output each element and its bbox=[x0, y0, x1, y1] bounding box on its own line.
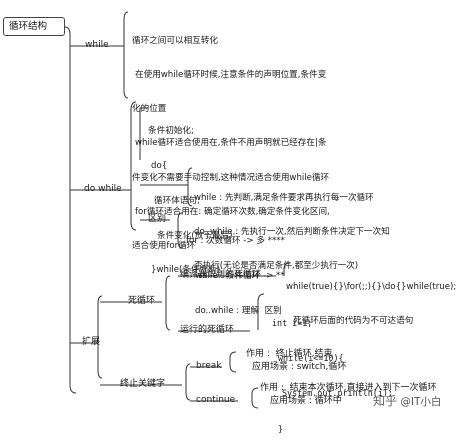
root-node-label: 循环结构 bbox=[9, 21, 48, 32]
compiler-dead-loop-lines: while(true){}\for(;;){}\do{}while(true);… bbox=[286, 259, 456, 339]
root-node-box bbox=[3, 17, 65, 36]
code-line: while(i<=10){ bbox=[278, 352, 344, 363]
syntax-line: 循环体语句; bbox=[154, 195, 200, 206]
code-line: int i=1; bbox=[272, 317, 313, 328]
compiler-line: while(true){}\for(;;){}\do{}while(true); bbox=[286, 281, 457, 292]
compiler-line: 死循环后面的代码为不可达语句 bbox=[293, 316, 414, 327]
watermark-handle: @IT小白 bbox=[400, 396, 442, 408]
syntax-line: do{ bbox=[151, 160, 168, 171]
qubie-node-label: 区别 bbox=[148, 214, 167, 224]
qubie-line: for : 次数循环 -> 多 **** bbox=[186, 235, 285, 246]
mindmap-connectors bbox=[64, 11, 291, 409]
watermark-prefix: 知乎 bbox=[373, 394, 398, 408]
syntax-line: 条件变化(放于最后); bbox=[157, 230, 236, 241]
break-scene: 应用场景 : switch,循环 bbox=[252, 362, 347, 372]
break-usage: 作用 : 终止循环,结束 bbox=[246, 349, 333, 359]
kuozhan-node-label: 扩展 bbox=[82, 337, 101, 347]
while-notes: 循环之间可以相互转化 在使用while循环时候,注意条件的声明位置,条件变 化的… bbox=[132, 13, 330, 264]
code-line: System.out.println(i); bbox=[282, 388, 393, 399]
while-note-line: 适合使用for循环 bbox=[132, 241, 196, 252]
while-note-line: while循环适合使用在,条件不用声明就已经存在|条 bbox=[135, 138, 327, 149]
compiler-dead-loop-label: 编译器识别的死循环 bbox=[180, 270, 262, 280]
diff-line: 否执行(无论是否满足条件,都至少执行一次) bbox=[194, 261, 359, 272]
continue-scene: 应用场景 : 循环中 bbox=[270, 396, 342, 406]
zhihu-watermark: 知乎 @IT小白 bbox=[373, 392, 441, 409]
while-note-line: 化的位置 bbox=[132, 104, 167, 115]
diff-line: while : 先判断,满足条件要求再执行每一次循环 bbox=[194, 192, 374, 203]
while-note-line: 件变化不需要手动控制,这种情况适合使用while循环 bbox=[132, 172, 330, 183]
syntax-line: 条件初始化; bbox=[148, 126, 194, 137]
while-node-label: while bbox=[85, 40, 109, 50]
runtime-dead-loop-label: 运行的死循环 bbox=[180, 325, 235, 335]
while-note-line: 循环之间可以相互转化 bbox=[132, 35, 218, 46]
while-note-line: 在使用while循环时候,注意条件的声明位置,条件变 bbox=[135, 70, 327, 81]
break-node-label: break bbox=[196, 361, 222, 371]
do-while-diff: while : 先判断,满足条件要求再执行每一次循环 do..while : 先… bbox=[194, 170, 390, 284]
qubie-lines: for : 次数循环 -> 多 **** while : 条件循环 -> ** … bbox=[186, 212, 285, 330]
terminate-keyword-label: 终止关键字 bbox=[120, 379, 166, 389]
syntax-line: }while(条件判断); bbox=[151, 265, 223, 276]
qubie-line: do..while : 理解 区别 bbox=[195, 306, 282, 317]
while-note-line: for循环适合用在: 确定循环次数,确定条件变化区间, bbox=[135, 206, 330, 217]
do-while-syntax: 条件初始化; do{ 循环体语句; 条件变化(放于最后); }while(条件判… bbox=[148, 103, 235, 289]
continue-node-label: continue bbox=[196, 395, 236, 405]
dead-loop-node-label: 死循环 bbox=[128, 296, 156, 306]
diff-line: do..while : 先执行一次,然后判断条件决定下一次知 bbox=[194, 227, 390, 238]
code-line: } bbox=[278, 423, 284, 434]
continue-usage: 作用 : 结束本次循环,直接进入到下一次循环 bbox=[260, 383, 437, 393]
qubie-line: while : 条件循环 -> ** bbox=[195, 270, 285, 281]
do-while-node-label: do while bbox=[84, 184, 122, 194]
